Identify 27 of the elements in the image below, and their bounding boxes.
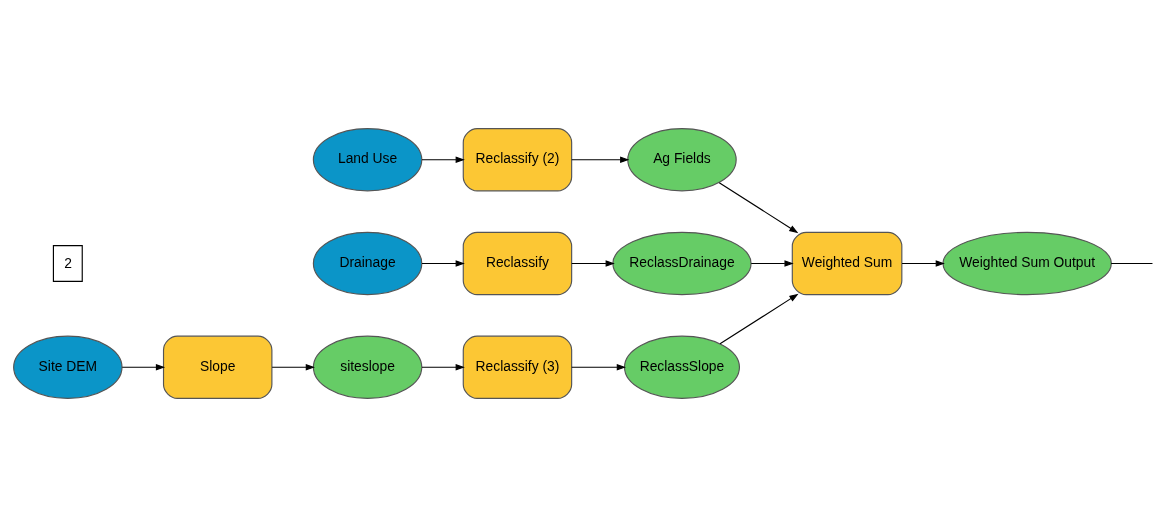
node-box: Slope: [162, 335, 273, 399]
label: 2: [64, 254, 73, 271]
node-ellipse: Ag Fields: [627, 128, 737, 192]
node-ellipse: Weighted Sum Output: [942, 231, 1112, 296]
arrow: [421, 364, 465, 371]
node-ellipse: Drainage: [312, 231, 423, 296]
arrow: [271, 364, 315, 371]
arrow: [901, 260, 945, 267]
node-box: Reclassify (3): [462, 335, 573, 399]
node-box: Reclassify (2): [462, 128, 573, 192]
arrow: [718, 182, 799, 234]
node-ellipse: Land Use: [312, 128, 423, 192]
node-ellipse: ReclassSlope: [623, 335, 741, 399]
node-ellipse: siteslope: [312, 335, 423, 399]
arrow: [571, 156, 630, 163]
node-box: Weighted Sum: [791, 231, 903, 296]
arrow: [571, 260, 615, 267]
arrow: [421, 260, 465, 267]
connector: [1110, 262, 1154, 265]
node-box: Reclassify: [462, 231, 573, 296]
arrow: [571, 364, 626, 371]
arrow: [719, 293, 799, 345]
arrow: [750, 260, 794, 267]
node-ellipse: ReclassDrainage: [612, 231, 752, 296]
arrow: [121, 364, 166, 371]
node-ellipse: Site DEM: [13, 335, 123, 399]
arrow: [421, 156, 465, 163]
